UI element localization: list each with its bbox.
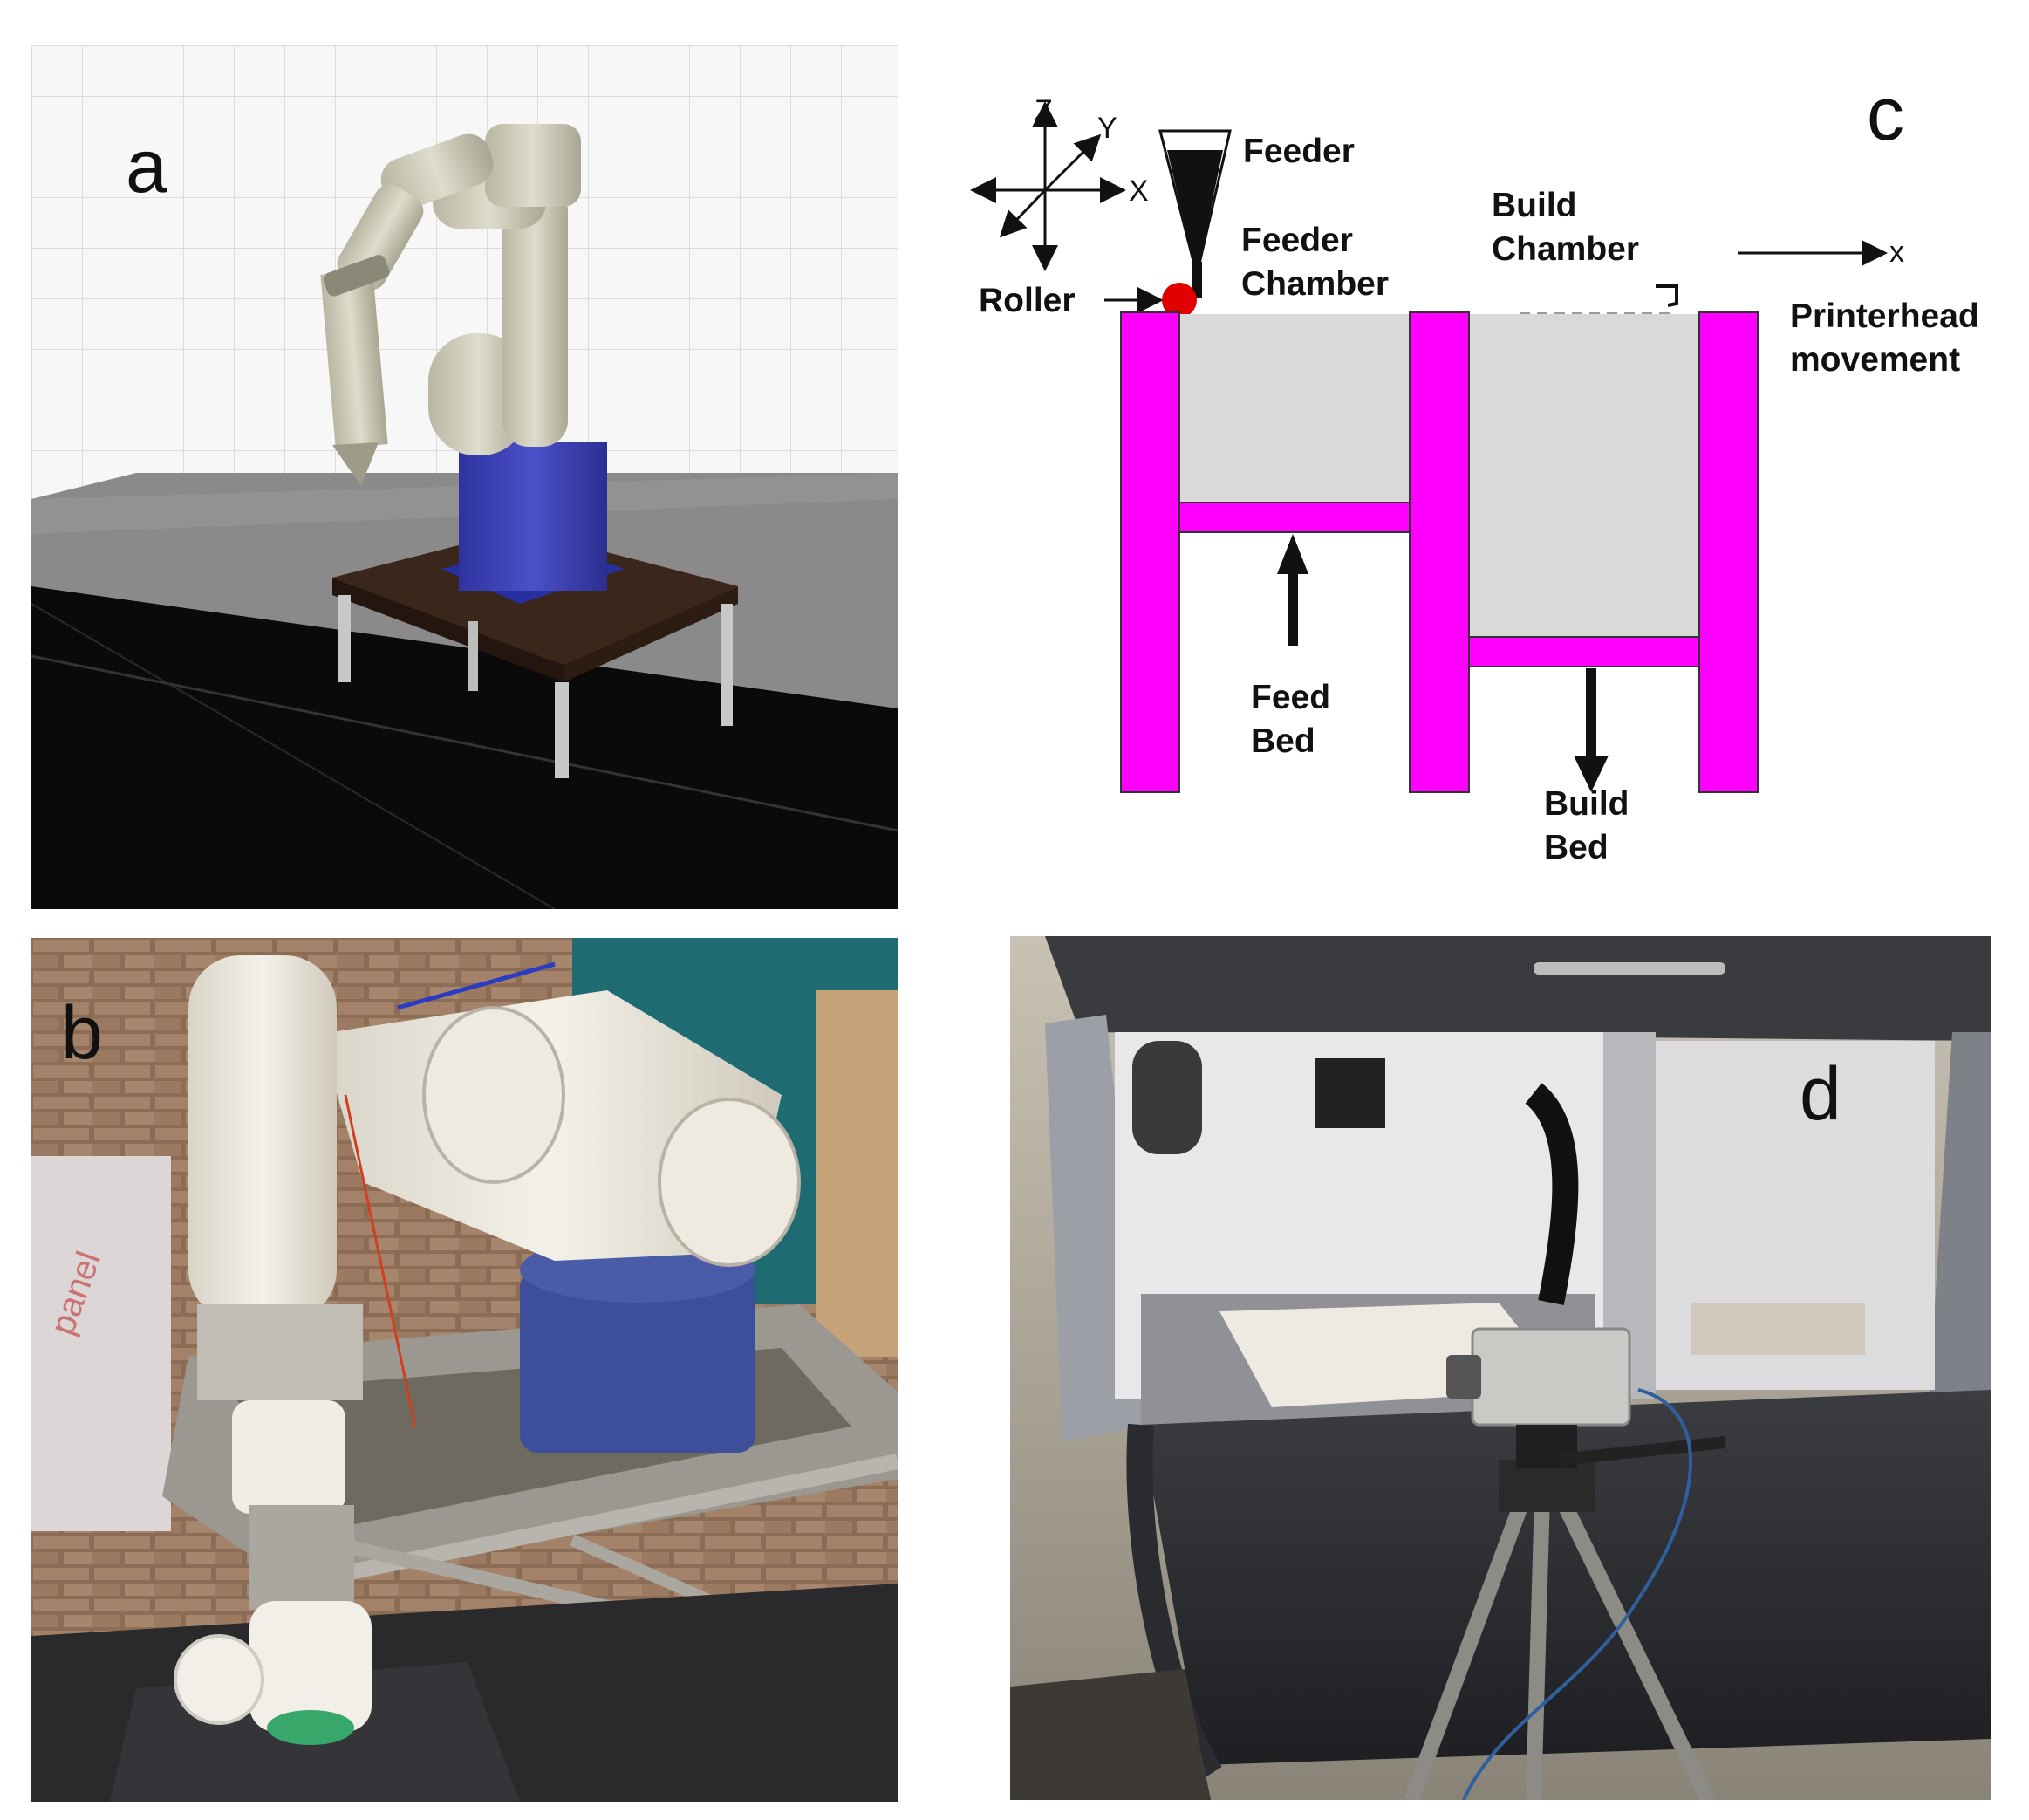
feeder-label: Feeder — [1243, 133, 1355, 170]
powder-bed-schematic: Z Y X Feeder Feeder Chamber Roller Build… — [970, 72, 1979, 866]
axis-z-label: Z — [1035, 94, 1053, 127]
tripod — [1404, 1491, 1716, 1800]
feed-bed-label-line1: Feed — [1251, 679, 1330, 716]
robot-photo-base — [520, 1269, 755, 1453]
panel-c-label: c — [1867, 72, 1904, 156]
feed-bed-label-line2: Bed — [1251, 722, 1315, 760]
build-bed-label-line1: Build — [1544, 785, 1629, 823]
movement-x-label: x — [1889, 236, 1904, 269]
coordinate-axes — [970, 101, 1126, 271]
panel-d-label: d — [1800, 1052, 1841, 1136]
build-bed-label-line2: Bed — [1544, 829, 1609, 866]
feed-bed-up-arrow — [1277, 534, 1308, 646]
build-chamber-label-line2: Chamber — [1492, 230, 1639, 268]
chamber-structure — [1120, 311, 1759, 793]
panel-b-robot-photo: panel b — [31, 938, 898, 1802]
feeder-hopper — [1158, 129, 1232, 298]
camera — [1446, 1327, 1631, 1427]
robot-base — [459, 442, 607, 591]
build-bed-down-arrow — [1574, 668, 1609, 792]
panel-c-schematic: Z Y X Feeder Feeder Chamber Roller Build… — [942, 52, 2029, 890]
printerhead-label-line1: Printerhead — [1790, 298, 1979, 335]
panel-d-printer-photo: d — [1010, 936, 1991, 1800]
printer-photo: d — [1010, 936, 1991, 1800]
robot-simulation-render: a — [31, 45, 898, 909]
feeder-chamber-label-line2: Chamber — [1241, 265, 1389, 303]
axis-y-label: Y — [1097, 112, 1117, 145]
printerhead-label-line2: movement — [1790, 341, 1960, 379]
panel-b-label: b — [61, 991, 103, 1075]
printhead-icon — [1656, 284, 1678, 307]
roller-label: Roller — [979, 282, 1076, 319]
roller-circle — [1162, 283, 1197, 318]
panel-a-simulation: a — [31, 45, 898, 909]
panel-a-label: a — [126, 125, 167, 209]
feeder-chamber-label-line1: Feeder — [1241, 222, 1353, 259]
build-chamber-label-line1: Build — [1492, 187, 1576, 224]
axis-x-label: X — [1129, 174, 1149, 208]
robot-photo: panel b — [31, 938, 898, 1802]
